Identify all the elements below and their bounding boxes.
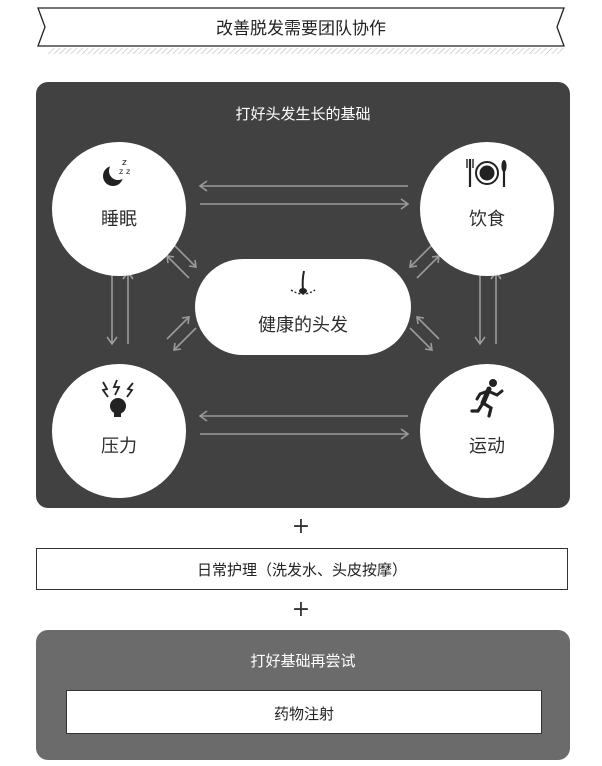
arrow-stress-to-exercise: [200, 428, 410, 440]
node-diet-label: 饮食: [469, 209, 505, 230]
arrow-diet-to-sleep: [198, 180, 408, 192]
node-exercise: [420, 364, 554, 498]
hair-follicle-icon: [290, 270, 316, 295]
arrow-center-to-diet: [416, 255, 440, 279]
banner-title: 改善脱发需要团队协作: [216, 19, 386, 39]
arrow-exercise-to-center: [416, 316, 440, 340]
arrow-stress-to-sleep: [122, 270, 134, 344]
node-stress-label: 压力: [101, 436, 137, 457]
svg-text:z: z: [119, 167, 123, 176]
node-sleep-label: 睡眠: [101, 209, 137, 230]
arrow-exercise-to-stress: [198, 410, 408, 422]
arrow-sleep-to-center: [173, 244, 197, 268]
daily-care-box: [36, 548, 568, 590]
arrow-exercise-to-diet: [490, 270, 502, 344]
plus-sign: +: [291, 597, 311, 622]
arrow-sleep-to-stress: [106, 272, 118, 346]
arrow-center-to-exercise: [409, 327, 433, 351]
plate-cutlery-icon: [466, 159, 507, 187]
banner-ribbon: [37, 7, 566, 54]
svg-text:z: z: [122, 158, 127, 168]
foundation-title: 打好头发生长的基础: [235, 105, 371, 123]
retry-title: 打好基础再尝试: [250, 652, 356, 670]
svg-text:z: z: [126, 167, 130, 176]
sleep-moon-icon: z z z: [103, 158, 130, 186]
daily-care-label: 日常护理（洗发水、头皮按摩）: [196, 561, 407, 579]
node-healthy-hair-label: 健康的头发: [258, 315, 348, 336]
arrow-center-to-sleep: [166, 255, 190, 279]
node-exercise-label: 运动: [469, 436, 505, 457]
medicine-label: 药物注射: [273, 705, 334, 723]
medicine-box: [66, 690, 542, 734]
stressed-head-icon: [101, 379, 134, 417]
arrow-sleep-to-diet: [200, 198, 410, 210]
arrow-stress-to-center: [166, 316, 190, 340]
arrow-diet-to-center: [409, 244, 433, 268]
arrow-diet-to-exercise: [474, 272, 486, 346]
arrow-center-to-stress: [173, 327, 197, 351]
plus-sign: +: [291, 514, 311, 539]
running-person-icon: [470, 379, 504, 418]
